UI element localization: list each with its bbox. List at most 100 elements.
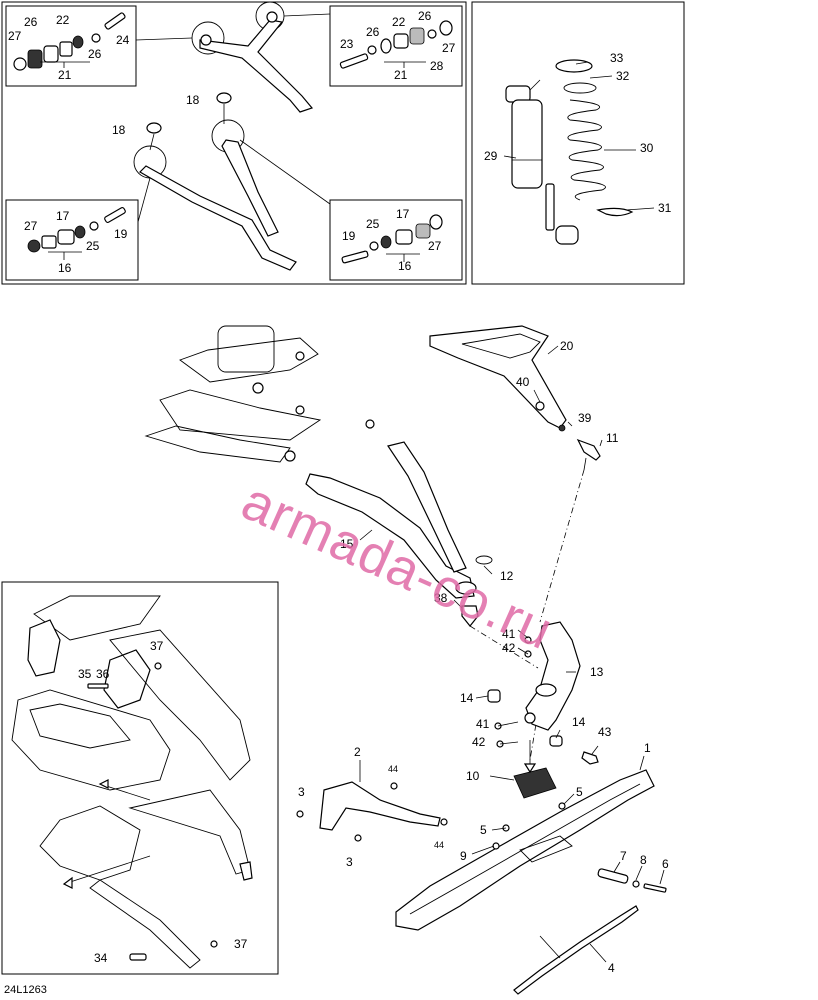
callout-label: 10 (466, 769, 480, 783)
ski-runner (513, 905, 639, 995)
callout-label: 16 (58, 261, 72, 275)
callout-label: 44 (434, 840, 444, 850)
callout-label: 2 (354, 745, 361, 759)
callout-label: 29 (484, 149, 498, 163)
callout-label: 43 (598, 725, 612, 739)
callout-label: 20 (560, 339, 574, 353)
callout-label: 37 (234, 937, 248, 951)
chassis-inset-detail (11, 595, 253, 969)
callouts-upper-left: 26 22 27 26 24 21 (8, 13, 130, 82)
bushing-kit-lower-left-box (5, 199, 139, 281)
callouts-inset: 37 35 36 34 37 (78, 639, 248, 965)
upper-arm-inset-frame (1, 1, 467, 285)
callout-label: 24 (116, 33, 130, 47)
callout-label: 26 (418, 9, 432, 23)
bushing-kit-upper-right (339, 20, 453, 69)
callout-label: 38 (434, 591, 448, 605)
leader-lines (359, 61, 665, 963)
callout-label: 27 (442, 41, 456, 55)
callout-label: 40 (516, 375, 530, 389)
spindle (524, 621, 581, 731)
chassis-inset-frame (1, 581, 279, 975)
lower-a-arm-inset (133, 92, 331, 271)
callout-label: 32 (616, 69, 630, 83)
callout-label: 3 (298, 785, 305, 799)
callout-label: 25 (366, 217, 380, 231)
callout-label: 15 (340, 537, 354, 551)
bushing-kit-lower-right (341, 214, 443, 264)
callout-label: 18 (112, 123, 126, 137)
callout-label: 21 (58, 68, 72, 82)
callout-label: 5 (480, 823, 487, 837)
callout-label: 17 (56, 209, 70, 223)
callout-label: 41 (502, 627, 516, 641)
callout-label: 37 (150, 639, 164, 653)
callout-label: 3 (346, 855, 353, 869)
callout-label: 34 (94, 951, 108, 965)
callout-label: 14 (572, 715, 586, 729)
callout-label: 35 (78, 667, 92, 681)
callout-label: 42 (472, 735, 486, 749)
callout-label: 1 (644, 741, 651, 755)
callouts-shock: 33 32 29 30 31 (484, 51, 672, 215)
callout-label: 6 (662, 857, 669, 871)
bushing-kit-lower-left (27, 207, 126, 260)
ski-wear-pad (513, 740, 557, 799)
callout-label: 41 (476, 717, 490, 731)
vehicle-frame-context (144, 325, 375, 463)
callout-label: 22 (56, 13, 70, 27)
callout-label: 28 (430, 59, 444, 73)
figure-reference: 24L1263 (4, 984, 47, 996)
callout-label: 21 (394, 68, 408, 82)
callout-label: 19 (342, 229, 356, 243)
callout-label: 12 (500, 569, 514, 583)
bushings-and-nuts (487, 636, 599, 765)
callout-label: 25 (86, 239, 100, 253)
callout-label: 11 (606, 431, 619, 445)
callout-label: 44 (388, 764, 398, 774)
callout-label: 13 (590, 665, 604, 679)
shock-inset-frame (471, 1, 685, 285)
upper-a-arm (429, 325, 567, 432)
callout-label: 8 (640, 853, 647, 867)
ski (395, 769, 667, 931)
callouts-upper-right: 22 26 23 26 27 28 21 (340, 9, 456, 82)
callout-label: 42 (502, 641, 516, 655)
callouts-upper-arm: 18 18 (112, 93, 200, 137)
callouts-main: 20 40 39 11 15 12 38 41 42 13 14 41 42 1… (298, 339, 669, 975)
callout-label: 36 (96, 667, 110, 681)
callout-label: 30 (640, 141, 654, 155)
shock-spring (555, 59, 634, 217)
lower-a-arm (305, 441, 493, 627)
bushing-kit-upper-left-box (5, 5, 137, 87)
callout-label: 5 (576, 785, 583, 799)
callout-label: 27 (428, 239, 442, 253)
callout-label: 17 (396, 207, 410, 221)
callout-label: 14 (460, 691, 474, 705)
bushing-kit-upper-left (13, 12, 126, 71)
callout-label: 26 (24, 15, 38, 29)
callout-label: 7 (620, 849, 627, 863)
bushing-kit-upper-right-box (329, 5, 463, 87)
callout-label: 26 (366, 25, 380, 39)
callout-label: 16 (398, 259, 412, 273)
callout-label: 4 (608, 961, 615, 975)
callout-label: 26 (88, 47, 102, 61)
ball-joint-upper (576, 438, 601, 471)
callout-label: 27 (24, 219, 38, 233)
callout-label: 33 (610, 51, 624, 65)
callout-label: 18 (186, 93, 200, 107)
callouts-lower-left: 17 27 25 19 16 (24, 209, 128, 275)
callout-label: 9 (460, 849, 467, 863)
callout-label: 31 (658, 201, 672, 215)
callout-label: 39 (578, 411, 592, 425)
callout-label: 23 (340, 37, 354, 51)
callout-label: 27 (8, 29, 22, 43)
ski-handle (296, 781, 448, 842)
callout-label: 19 (114, 227, 128, 241)
bushing-kit-lower-right-box (329, 199, 463, 281)
callout-label: 22 (392, 15, 406, 29)
upper-a-arm-inset (135, 1, 331, 113)
shock-absorber (505, 85, 579, 245)
